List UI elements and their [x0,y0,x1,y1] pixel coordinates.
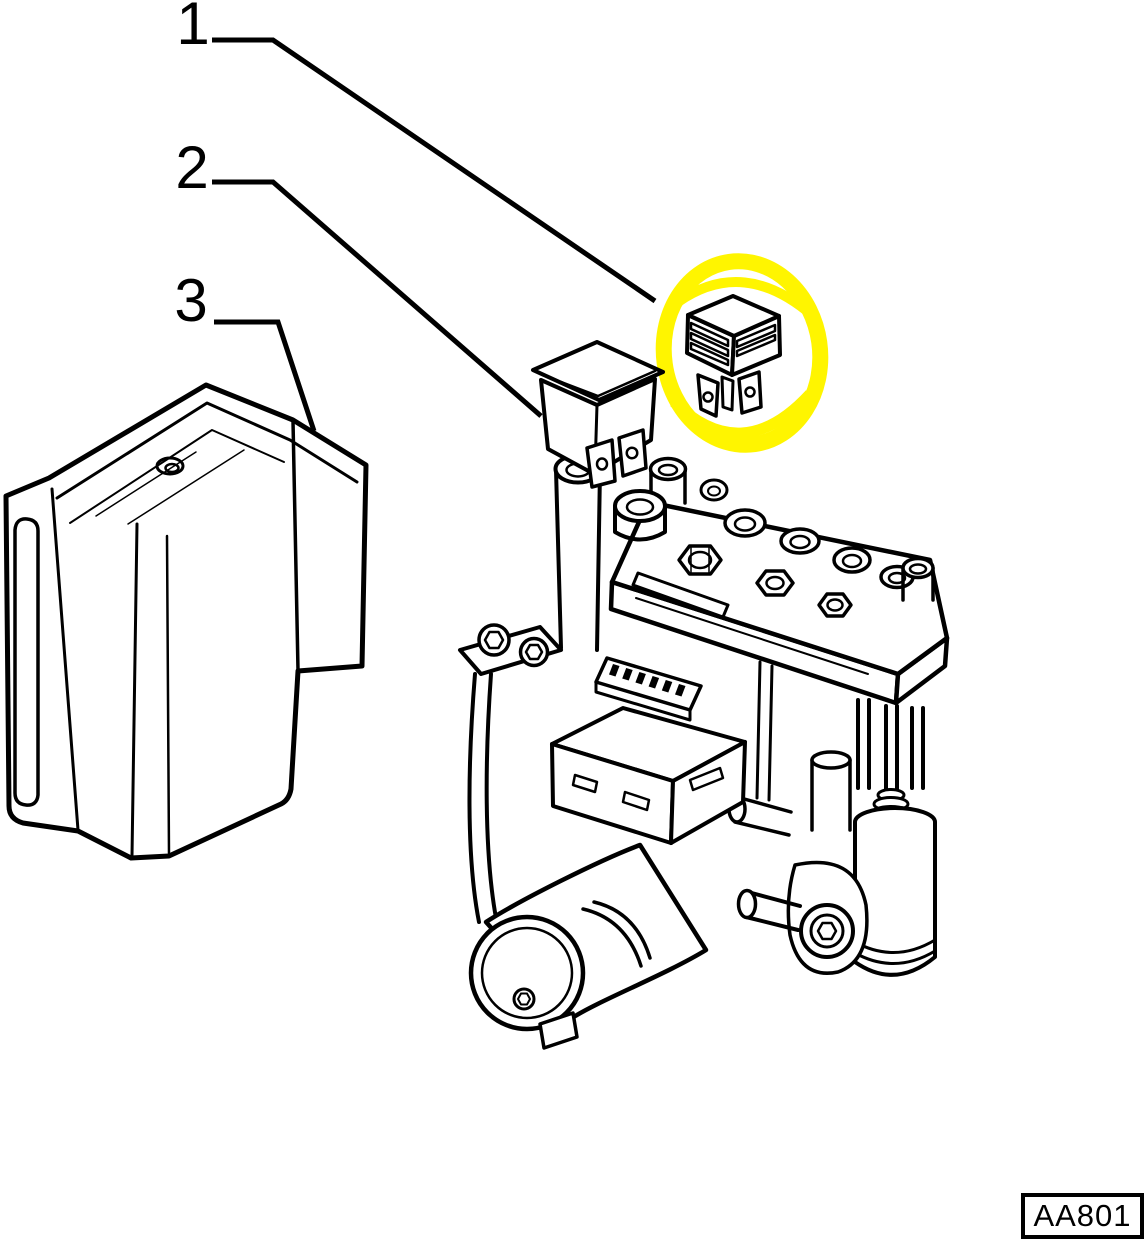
figure-code-box: AA801 [1021,1193,1144,1239]
callout-2-leader [212,179,543,418]
figure-code-label: AA801 [1033,1198,1132,1233]
callout-1-leader [212,37,657,304]
callout-3[interactable]: 3 [174,267,317,432]
callout-2-number[interactable]: 2 [175,134,208,201]
callout-2[interactable]: 2 [175,134,543,418]
ecu-connector-block [550,656,747,845]
motor-end-cap [468,914,586,1032]
valve-block-plate [608,489,950,706]
main-relay [531,340,665,489]
callout-3-leader [214,319,317,432]
mini-relay-highlighted[interactable] [685,294,782,418]
callout-1-number[interactable]: 1 [176,0,209,57]
abs-hydraulic-unit [458,453,950,1050]
banjo-port [799,903,855,959]
cover-screw-hole [155,456,185,476]
pump-motor [468,842,709,1050]
protective-cover [3,382,369,861]
highlight-ring [655,253,829,453]
callout-1[interactable]: 1 [176,0,657,304]
callout-3-number[interactable]: 3 [174,267,207,334]
cover-side-slot [13,517,40,807]
